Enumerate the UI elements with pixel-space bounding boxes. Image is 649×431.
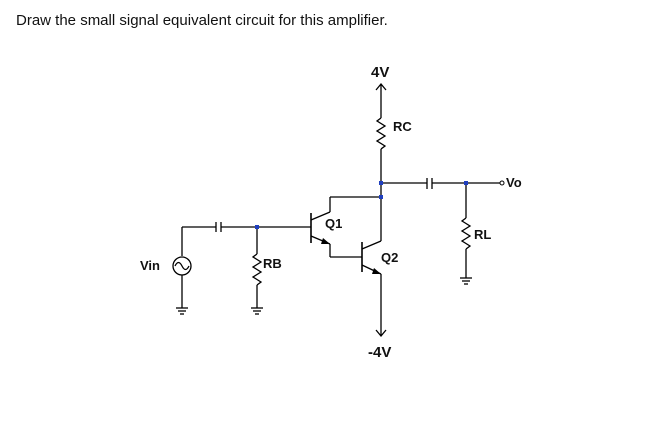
q1-collector-junction-node [379,195,383,199]
input-coupling-capacitor [182,222,311,232]
output-junction-node [464,181,468,185]
rc-resistor [375,98,387,183]
vcc-supply-arrow [375,82,387,98]
q2-label: Q2 [381,250,398,265]
ground-icon [460,277,472,285]
vin-label: Vin [140,258,160,273]
vcc-label: 4V [371,64,389,81]
q1-label: Q1 [325,216,342,231]
collector-junction-node [379,181,383,185]
q1-transistor [310,211,331,245]
rb-resistor [251,227,263,308]
q1-collector-wire [329,183,382,212]
vee-supply-arrow [375,274,387,338]
output-coupling-capacitor [381,178,500,189]
ground-icon [176,307,188,315]
question-prompt: Draw the small signal equivalent circuit… [16,12,388,29]
q1-emitter-to-q2-base-wire [329,244,362,258]
ground-icon [251,307,263,315]
base-junction-node [255,225,259,229]
vee-label: -4V [368,344,391,361]
vo-label: Vo [506,175,522,190]
rb-label: RB [263,256,282,271]
q2-transistor [361,197,382,275]
rc-label: RC [393,119,412,134]
rl-label: RL [474,227,491,242]
rl-resistor [460,183,472,278]
vin-ac-source [172,227,192,308]
vo-terminal [499,180,505,186]
